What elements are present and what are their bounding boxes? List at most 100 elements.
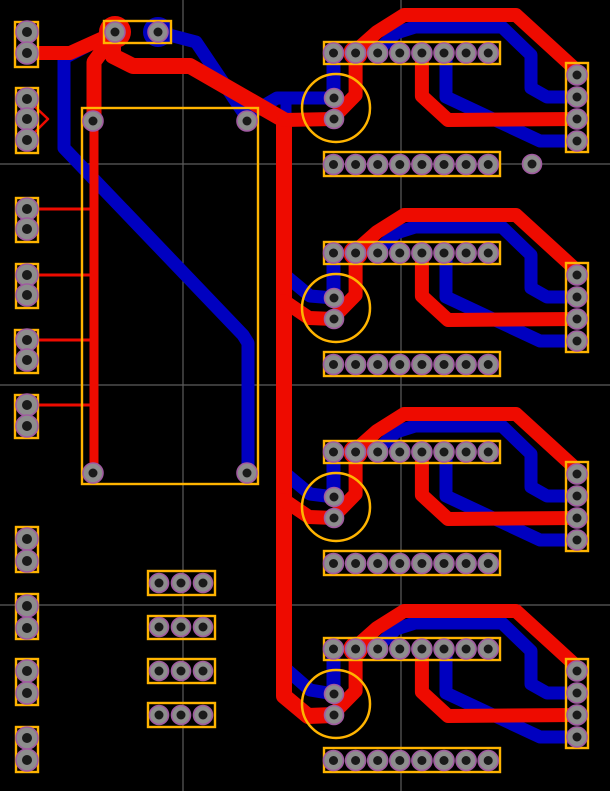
pad-hole xyxy=(395,248,405,258)
pad-hole xyxy=(572,732,582,742)
pad-hole xyxy=(198,578,208,588)
pad-hole xyxy=(22,270,32,280)
trace-top[interactable] xyxy=(414,246,584,327)
pad-hole xyxy=(461,644,471,654)
pad-hole xyxy=(395,644,405,654)
pad-hole xyxy=(329,48,338,58)
pad-hole xyxy=(461,447,471,457)
pad-hole xyxy=(439,756,449,765)
trace-bottom[interactable] xyxy=(371,419,584,503)
trace-top[interactable] xyxy=(86,32,118,128)
header3-outline xyxy=(146,657,217,685)
pad-hole xyxy=(395,48,405,58)
pad-hole xyxy=(439,248,449,258)
pad-hole xyxy=(351,48,361,58)
trace-bottom[interactable] xyxy=(371,20,584,104)
pad-hole xyxy=(572,491,582,501)
trace-bottom[interactable] xyxy=(371,616,584,700)
pad-hole xyxy=(329,513,339,523)
pad-hole xyxy=(22,135,32,145)
component-circle-outline xyxy=(300,471,372,543)
pad-hole xyxy=(22,204,32,214)
pad-hole xyxy=(22,335,32,345)
pad-hole xyxy=(395,559,405,568)
pad-hole xyxy=(527,159,537,169)
pad-hole xyxy=(373,559,383,568)
pad-hole xyxy=(22,534,32,544)
pad-hole xyxy=(22,48,32,58)
connector-outline xyxy=(102,19,173,45)
pad-hole xyxy=(329,248,338,258)
component-circle-outline xyxy=(300,272,372,344)
pad-hole xyxy=(351,559,361,568)
pad-hole xyxy=(22,601,32,611)
pad-hole xyxy=(572,136,582,146)
pad-hole xyxy=(351,644,361,654)
pads-layer xyxy=(15,20,588,772)
pad-hole xyxy=(329,447,338,457)
pad-hole xyxy=(329,689,339,699)
pad-hole xyxy=(439,559,449,568)
pad-hole xyxy=(373,160,383,169)
pad-hole xyxy=(154,578,164,588)
trace-top[interactable] xyxy=(20,27,119,60)
pad-hole xyxy=(329,644,338,654)
pad-hole xyxy=(351,160,361,169)
pad-hole xyxy=(22,623,32,633)
pad-hole xyxy=(154,710,164,720)
pad-hole xyxy=(351,756,361,765)
pad-hole xyxy=(572,92,582,102)
pad-hole xyxy=(329,114,339,124)
pad-hole xyxy=(439,360,449,369)
trace-bottom[interactable] xyxy=(371,220,584,304)
pad-hole xyxy=(417,248,427,258)
connector-module-4-pads xyxy=(322,638,588,772)
header-outline-right xyxy=(564,460,590,553)
trace-top[interactable] xyxy=(414,445,584,526)
pad-hole xyxy=(22,666,32,676)
pad-hole xyxy=(373,360,383,369)
pad-hole xyxy=(439,48,449,58)
pad-hole xyxy=(153,27,163,37)
pad-hole xyxy=(176,710,186,720)
pad-hole xyxy=(329,710,339,720)
pad-hole xyxy=(572,666,582,676)
pad-hole xyxy=(329,360,338,369)
pad-hole xyxy=(22,114,32,124)
pad-hole xyxy=(395,447,405,457)
pad-hole xyxy=(373,756,383,765)
connector-module-1-pads xyxy=(322,42,588,176)
pad-hole xyxy=(198,710,208,720)
pad-hole xyxy=(329,756,338,765)
trace-top[interactable] xyxy=(414,46,584,127)
pad-hole xyxy=(22,733,32,743)
pad-hole xyxy=(329,93,339,103)
header-outline-right xyxy=(564,261,590,354)
pad-hole xyxy=(483,644,493,654)
pad-hole xyxy=(22,556,32,566)
trace-top[interactable] xyxy=(414,642,584,723)
pad-hole xyxy=(329,160,338,169)
pad-hole xyxy=(110,27,120,37)
pad-hole xyxy=(483,756,493,765)
pad-hole xyxy=(351,248,361,258)
pad-hole xyxy=(483,248,493,258)
ic-outline xyxy=(80,106,260,486)
pad-hole xyxy=(572,114,582,124)
pad-hole xyxy=(572,292,582,302)
pad-hole xyxy=(198,622,208,632)
pad-hole xyxy=(22,290,32,300)
pad-hole xyxy=(483,360,493,369)
pad-hole xyxy=(22,224,32,234)
pad-hole xyxy=(483,48,493,58)
pad-hole xyxy=(461,559,471,568)
pad-hole xyxy=(417,160,427,169)
header-outline-right xyxy=(564,61,590,154)
trace-top-trunk[interactable] xyxy=(105,27,342,724)
pad-hole xyxy=(395,160,405,169)
pad-hole xyxy=(22,421,32,431)
pad-hole xyxy=(483,160,493,169)
pad-hole xyxy=(88,116,98,126)
